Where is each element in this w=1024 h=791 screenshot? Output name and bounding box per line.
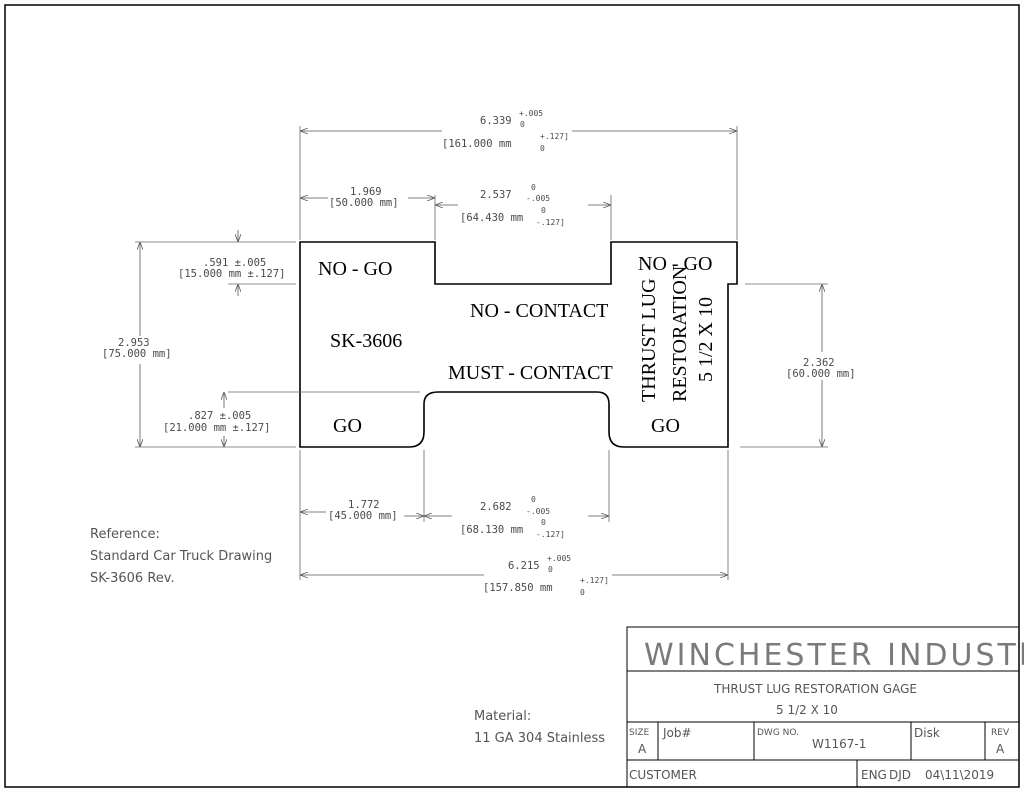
size-value: A — [638, 742, 647, 756]
size-label: SIZE — [629, 728, 650, 738]
svg-text:2.537: 2.537 — [480, 189, 512, 201]
svg-text:-.005: -.005 — [526, 194, 550, 203]
svg-text:0: 0 — [548, 565, 553, 574]
svg-text:2.682: 2.682 — [480, 501, 512, 513]
svg-text:[60.000 mm]: [60.000 mm] — [786, 368, 856, 380]
dim-total-height: 2.953 [75.000 mm] — [102, 337, 172, 360]
disk-label: Disk — [914, 726, 940, 740]
svg-text:[157.850 mm: [157.850 mm — [483, 582, 553, 594]
dim-nogo-height: .591 ±.005 [15.000 mm ±.127] — [178, 257, 285, 280]
eng-label: ENG — [861, 768, 887, 782]
svg-text:[64.430 mm: [64.430 mm — [460, 212, 523, 224]
dim-right-height: 2.362 [60.000 mm] — [786, 357, 856, 380]
svg-text:+.127]: +.127] — [540, 132, 569, 141]
material-note: Material: 11 GA 304 Stainless — [474, 709, 605, 746]
label-go-left: GO — [333, 415, 362, 437]
sheet-border — [4, 4, 1020, 788]
svg-text:Standard Car Truck Drawing: Standard Car Truck Drawing — [90, 549, 272, 564]
company-name: WINCHESTER INDUSTRIES INC. — [644, 638, 1024, 673]
svg-text:0: 0 — [541, 518, 546, 527]
svg-text:Reference:: Reference: — [90, 527, 160, 542]
svg-text:1.969: 1.969 — [350, 186, 382, 198]
svg-text:RESTORATION: RESTORATION — [669, 266, 691, 402]
title-block — [626, 626, 1020, 788]
dwg-no-value: W1167-1 — [812, 737, 866, 751]
svg-text:0: 0 — [540, 144, 545, 153]
dim-overall-bottom: 6.215 +.005 0 [157.850 mm +.127] 0 — [483, 554, 609, 597]
svg-text:-.127]: -.127] — [536, 530, 565, 539]
svg-text:[15.000 mm ±.127]: [15.000 mm ±.127] — [178, 268, 285, 280]
dim-left-top: 1.969 [50.000 mm] — [329, 186, 399, 209]
label-nogo-right: NO - GO — [638, 253, 712, 275]
job-label: Job# — [662, 726, 692, 740]
drawing-title-line2: 5 1/2 X 10 — [776, 703, 838, 717]
svg-text:6.339: 6.339 — [480, 115, 512, 127]
svg-text:SK-3606 Rev.: SK-3606 Rev. — [90, 571, 175, 586]
svg-text:0: 0 — [541, 206, 546, 215]
svg-text:0: 0 — [531, 183, 536, 192]
svg-text:0: 0 — [531, 495, 536, 504]
svg-text:[75.000 mm]: [75.000 mm] — [102, 348, 172, 360]
svg-text:THRUST LUG: THRUST LUG — [638, 278, 660, 402]
svg-text:2.362: 2.362 — [803, 357, 835, 369]
rev-label: REV — [991, 728, 1010, 738]
svg-text:[21.000 mm ±.127]: [21.000 mm ±.127] — [163, 422, 270, 434]
svg-text:[161.000 mm: [161.000 mm — [442, 138, 512, 150]
svg-text:.591 ±.005: .591 ±.005 — [203, 257, 266, 269]
label-go-right: GO — [651, 415, 680, 437]
svg-text:-.005: -.005 — [526, 507, 550, 516]
svg-text:5 1/2 X 10: 5 1/2 X 10 — [695, 297, 717, 382]
eng-value: DJD — [889, 768, 911, 782]
dimension-lines — [140, 131, 822, 575]
rev-value: A — [996, 742, 1005, 756]
label-part-number: SK-3606 — [330, 330, 402, 352]
svg-text:-.127]: -.127] — [536, 218, 565, 227]
dim-slot-top: 2.537 0 -.005 [64.430 mm 0 -.127] — [460, 183, 565, 227]
svg-text:1.772: 1.772 — [348, 499, 380, 511]
svg-text:+.005: +.005 — [519, 109, 543, 118]
drawing-date: 04\11\2019 — [925, 768, 994, 782]
customer-label: CUSTOMER — [629, 768, 697, 782]
label-nogo-left: NO - GO — [318, 258, 392, 280]
dim-left-bottom: 1.772 [45.000 mm] — [328, 499, 398, 522]
svg-text:+.127]: +.127] — [580, 576, 609, 585]
label-must-contact: MUST - CONTACT — [448, 362, 613, 384]
svg-text:2.953: 2.953 — [118, 337, 150, 349]
svg-text:11 GA 304 Stainless: 11 GA 304 Stainless — [474, 731, 605, 746]
label-no-contact: NO - CONTACT — [470, 300, 608, 322]
drawing-title-line1: THRUST LUG RESTORATION GAGE — [713, 682, 917, 696]
svg-text:0: 0 — [520, 120, 525, 129]
gage-outline — [299, 241, 738, 448]
dim-slot-bottom: 2.682 0 -.005 [68.130 mm 0 -.127] — [460, 495, 565, 539]
svg-text:.827 ±.005: .827 ±.005 — [188, 410, 251, 422]
dwg-no-label: DWG NO. — [757, 728, 799, 738]
svg-text:[50.000 mm]: [50.000 mm] — [329, 197, 399, 209]
svg-text:[68.130 mm: [68.130 mm — [460, 524, 523, 536]
svg-text:Material:: Material: — [474, 709, 531, 724]
svg-text:[45.000 mm]: [45.000 mm] — [328, 510, 398, 522]
reference-note: Reference: Standard Car Truck Drawing SK… — [90, 527, 272, 586]
dim-overall-top: 6.339 +.005 0 [161.000 mm +.127] 0 — [442, 109, 569, 153]
svg-text:6.215: 6.215 — [508, 560, 540, 572]
dim-go-height: .827 ±.005 [21.000 mm ±.127] — [163, 410, 270, 434]
svg-text:0: 0 — [580, 588, 585, 597]
label-vertical-title: THRUST LUG RESTORATION 5 1/2 X 10 — [638, 266, 717, 402]
svg-text:+.005: +.005 — [547, 554, 571, 563]
